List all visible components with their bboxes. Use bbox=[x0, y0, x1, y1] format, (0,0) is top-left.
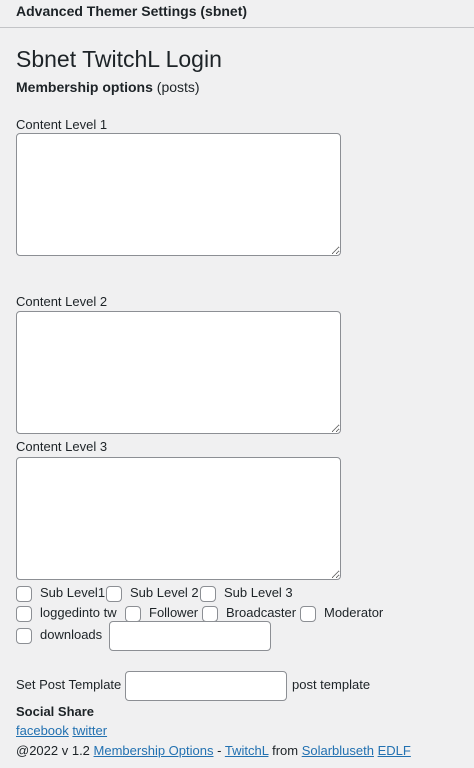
footer-line: @2022 v 1.2 Membership Options - TwitchL… bbox=[16, 743, 411, 758]
content-level-1-label: Content Level 1 bbox=[16, 117, 108, 132]
sub-level1-checkbox[interactable] bbox=[16, 586, 32, 602]
post-template-suffix: post template bbox=[292, 677, 371, 692]
content-level-2-label: Content Level 2 bbox=[16, 294, 108, 309]
footer-dash: - bbox=[217, 743, 222, 758]
follower-checkbox[interactable] bbox=[125, 606, 141, 622]
social-links: facebook twitter bbox=[16, 723, 107, 738]
follower-label: Follower bbox=[149, 605, 199, 620]
facebook-link[interactable]: facebook bbox=[16, 723, 69, 738]
post-template-label: Set Post Template bbox=[16, 677, 122, 692]
broadcaster-checkbox[interactable] bbox=[202, 606, 218, 622]
sub-level1-label: Sub Level1 bbox=[40, 585, 106, 600]
page-title: Sbnet TwitchL Login bbox=[16, 46, 222, 72]
top-bar: Advanced Themer Settings (sbnet) bbox=[0, 0, 474, 28]
content-level-2-textarea[interactable] bbox=[16, 311, 341, 434]
membership-options-link[interactable]: Membership Options bbox=[93, 743, 214, 758]
post-template-input[interactable] bbox=[125, 671, 287, 701]
sub-level2-label: Sub Level 2 bbox=[130, 585, 199, 600]
social-share-heading: Social Share bbox=[16, 704, 95, 719]
broadcaster-label: Broadcaster bbox=[226, 605, 297, 620]
content-level-1-textarea[interactable] bbox=[16, 133, 341, 256]
footer-from: from bbox=[272, 743, 299, 758]
loggedinto-checkbox[interactable] bbox=[16, 606, 32, 622]
moderator-label: Moderator bbox=[324, 605, 384, 620]
downloads-label: downloads bbox=[40, 627, 103, 642]
subtitle-bold: Membership options bbox=[16, 79, 153, 95]
page-subtitle: Membership options (posts) bbox=[16, 79, 200, 95]
content-level-3-label: Content Level 3 bbox=[16, 439, 108, 454]
sub-level3-label: Sub Level 3 bbox=[224, 585, 293, 600]
sub-level3-checkbox[interactable] bbox=[200, 586, 216, 602]
footer-version: @2022 v 1.2 bbox=[16, 743, 90, 758]
loggedinto-label: loggedinto tw bbox=[40, 605, 117, 620]
twitchl-link[interactable]: TwitchL bbox=[224, 743, 269, 758]
settings-header-title: Advanced Themer Settings (sbnet) bbox=[16, 3, 248, 19]
moderator-checkbox[interactable] bbox=[300, 606, 316, 622]
subtitle-rest: (posts) bbox=[156, 79, 200, 95]
downloads-checkbox[interactable] bbox=[16, 628, 32, 644]
downloads-input[interactable] bbox=[109, 621, 271, 651]
sub-level2-checkbox[interactable] bbox=[106, 586, 122, 602]
solarbluseth-link[interactable]: Solarbluseth bbox=[301, 743, 374, 758]
edlf-link[interactable]: EDLF bbox=[377, 743, 411, 758]
twitter-link[interactable]: twitter bbox=[72, 723, 108, 738]
content-level-3-textarea[interactable] bbox=[16, 457, 341, 580]
